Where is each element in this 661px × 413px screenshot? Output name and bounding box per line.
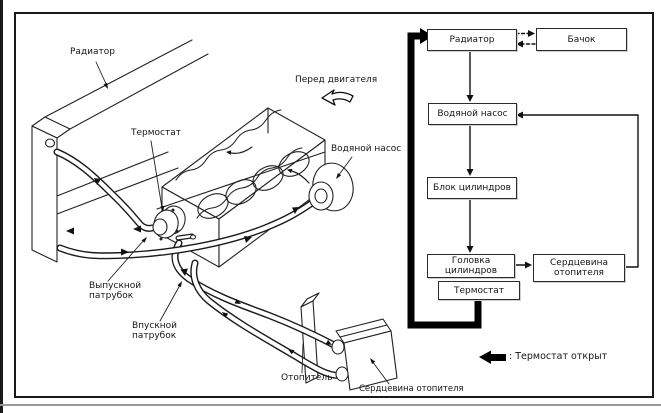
leader-lines (95, 61, 390, 385)
label-radiator: Радиатор (70, 47, 115, 57)
label-thermostat: Термостат (131, 128, 181, 138)
scan-bottom-rule (0, 404, 661, 406)
cylinder-bore (197, 193, 229, 219)
flowchart-box-radiator: Радиатор (427, 29, 517, 51)
scan-edge-artifact (0, 0, 3, 413)
flowchart-box-cylinder-block: Блок цилиндров (427, 177, 517, 199)
lower-radiator-hose (56, 196, 320, 260)
upper-radiator-hose (53, 148, 156, 232)
flowchart-box-thermostat: Термостат (438, 281, 520, 300)
thermostat-open-path (407, 28, 482, 329)
radiator-drawing (31, 39, 209, 263)
flowchart-box-water-pump: Водяной насос (428, 103, 517, 125)
heater-hoses (171, 239, 348, 380)
water-pump-drawing (308, 162, 354, 212)
label-heater-core: Сердцевина отопителя (359, 384, 464, 394)
radiator-filler-neck (44, 138, 56, 148)
cylinder-bore (278, 151, 310, 177)
legend-thermostat-open-text: : Термостат открыт (509, 351, 608, 362)
thermostat-drawing (152, 205, 197, 241)
flowchart-box-heater-core: Сердцевина отопителя (533, 254, 625, 282)
flowchart-connectors (466, 30, 639, 269)
engine-front-direction-arrow (321, 89, 354, 106)
water-jacket-wave (196, 147, 303, 219)
water-jacket-wave (175, 109, 282, 181)
flow-arrows (66, 178, 332, 355)
label-heater: Отопитель (281, 373, 333, 383)
label-inlet-pipe: Впускной патрубок (132, 321, 178, 341)
label-water-pump: Водяной насос (331, 144, 402, 154)
heater-core-drawing (331, 318, 398, 391)
legend-thermostat-open-arrow (479, 350, 506, 364)
label-outlet-pipe: Выпускной патрубок (89, 281, 142, 301)
flowchart-box-cylinder-head: Головка цилиндров (427, 254, 515, 278)
cylinder-bore (252, 165, 284, 191)
flowchart-box-tank: Бачок (536, 28, 627, 51)
label-engine-front: Перед двигателя (295, 75, 378, 85)
